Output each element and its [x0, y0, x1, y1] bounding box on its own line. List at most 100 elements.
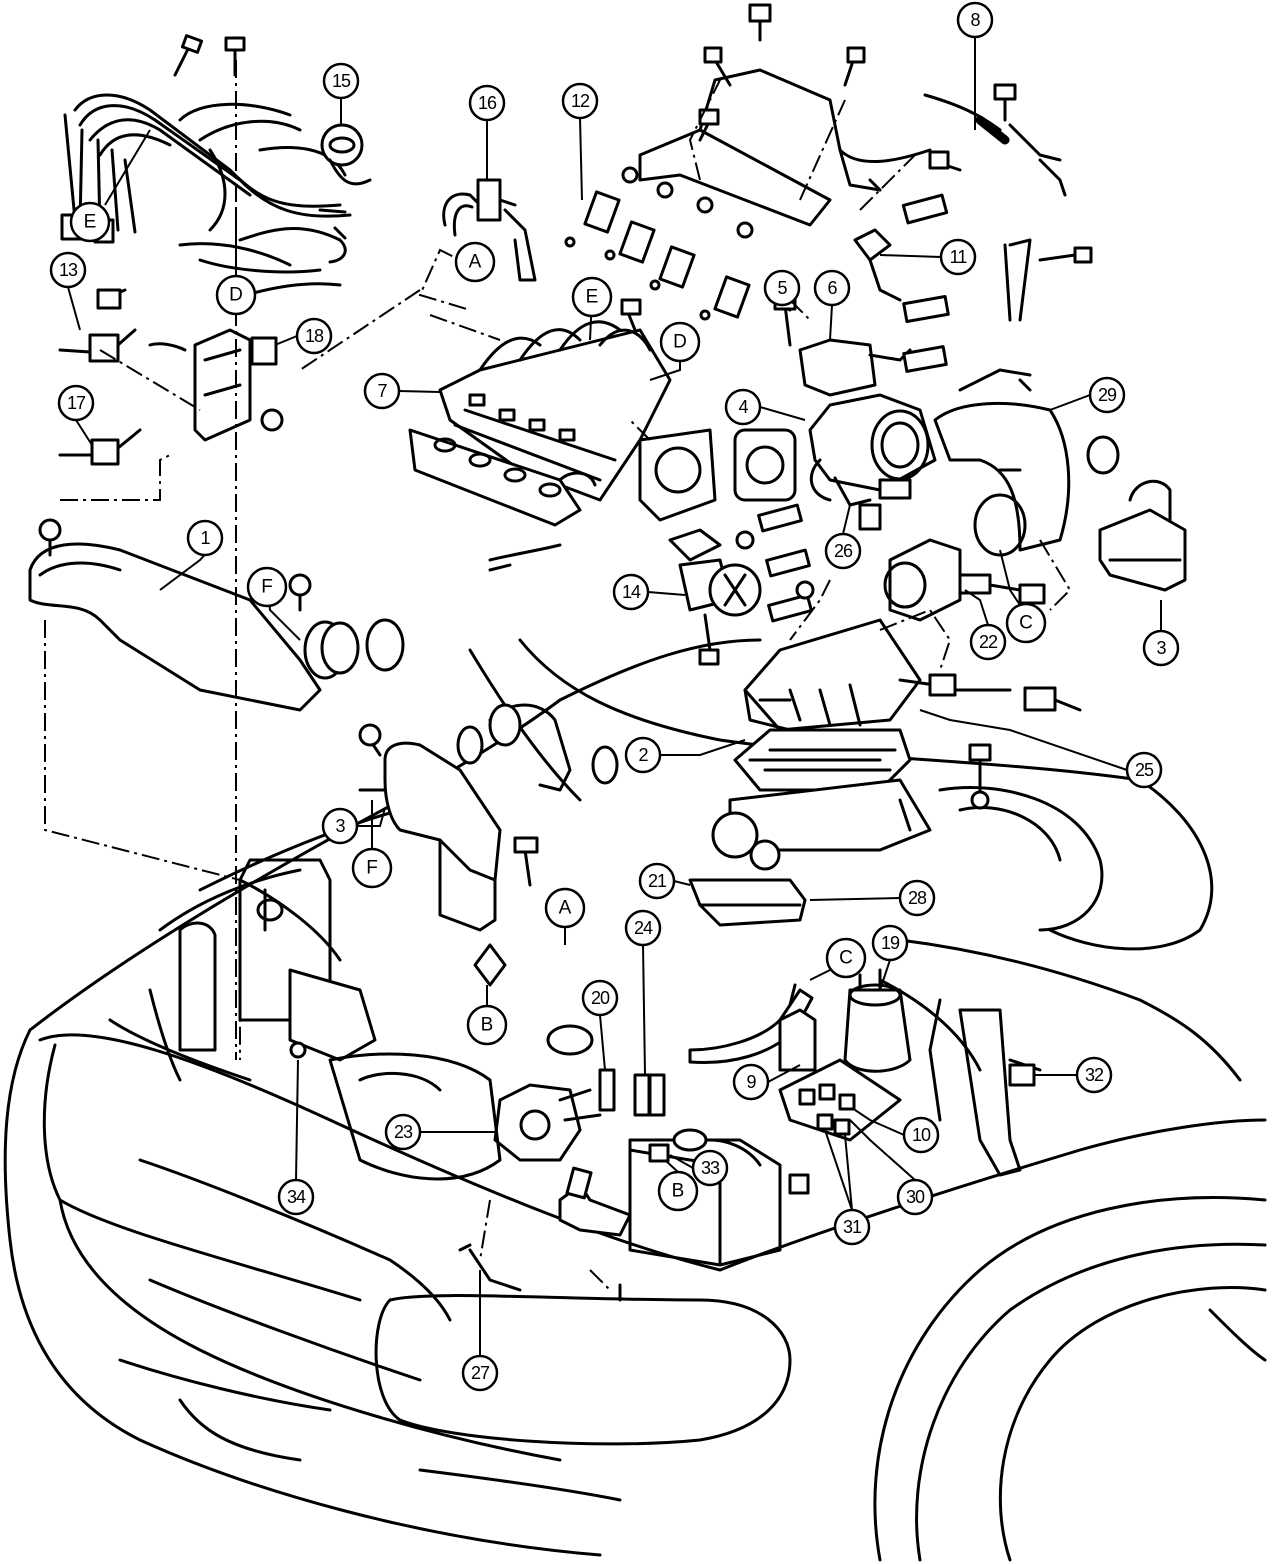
- callout-E-left: E: [69, 201, 111, 243]
- callout-15-label: 15: [332, 71, 351, 91]
- callout-4: 4: [724, 388, 762, 426]
- callout-26-label: 26: [834, 541, 853, 561]
- alignment-guides: [44, 60, 1072, 1291]
- callout-15: 15: [322, 62, 360, 100]
- callout-34: 34: [277, 1178, 315, 1216]
- callout-1-label: 1: [200, 528, 210, 548]
- vacuum-hose-16: [442, 178, 537, 282]
- callout-E-right: E: [571, 276, 613, 318]
- callout-10: 10: [902, 1116, 940, 1154]
- callout-C-lower: C: [825, 937, 867, 979]
- callout-A-upper: A: [454, 241, 496, 283]
- callout-21: 21: [638, 862, 676, 900]
- callout-8-label: 8: [970, 10, 980, 30]
- callout-30: 30: [896, 1178, 934, 1216]
- callout-9: 9: [732, 1063, 770, 1101]
- callout-25-label: 25: [1135, 760, 1154, 780]
- callout-28: 28: [898, 879, 936, 917]
- callout-12-label: 12: [571, 91, 590, 111]
- resonator-3-center: [358, 703, 619, 987]
- callout-E-right-label: E: [586, 287, 599, 308]
- callout-17: 17: [57, 384, 95, 422]
- callout-D-right: D: [659, 321, 701, 363]
- callout-14-label: 14: [622, 582, 641, 602]
- callout-33-label: 33: [701, 1158, 720, 1178]
- cover-21-28: [688, 878, 807, 927]
- callout-11: 11: [939, 238, 977, 276]
- callout-E-left-label: E: [84, 212, 97, 233]
- car-body-outline: [3, 638, 1267, 1562]
- callout-29-label: 29: [1098, 385, 1117, 405]
- callout-A-lower-label: A: [559, 898, 572, 919]
- leader-lines: [67, 37, 1162, 1356]
- solenoid-valve-group: [58, 288, 284, 466]
- callout-F-lower: F: [351, 847, 393, 889]
- callout-A-upper-label: A: [469, 252, 482, 273]
- callout-21-label: 21: [648, 871, 667, 891]
- callout-B-right: B: [657, 1170, 699, 1212]
- callout-A-lower: A: [544, 887, 586, 929]
- resonator-3-right: [1098, 479, 1187, 592]
- callout-3-right: 3: [1142, 629, 1180, 667]
- callout-24: 24: [624, 909, 662, 947]
- callout-28-label: 28: [908, 888, 927, 908]
- callout-19-label: 19: [881, 933, 900, 953]
- callout-4-label: 4: [738, 397, 748, 417]
- intake-manifold-group: [408, 320, 797, 572]
- callout-5-label: 5: [777, 278, 787, 298]
- callout-3-center-label: 3: [335, 816, 345, 836]
- callout-20: 20: [581, 979, 619, 1017]
- callout-6-label: 6: [827, 278, 837, 298]
- callout-24-label: 24: [634, 918, 653, 938]
- callout-C-lower-label: C: [839, 948, 853, 969]
- component-14: [668, 528, 762, 666]
- callout-D-left: D: [215, 274, 257, 316]
- callout-18: 18: [295, 317, 333, 355]
- callout-D-left-label: D: [229, 285, 243, 306]
- callout-26: 26: [824, 532, 862, 570]
- callout-27-label: 27: [471, 1363, 490, 1383]
- callout-11-label: 11: [950, 247, 968, 267]
- callout-13: 13: [49, 251, 87, 289]
- fuel-rail-injectors-group: [564, 3, 962, 332]
- callout-27: 27: [461, 1354, 499, 1392]
- callout-D-right-label: D: [673, 332, 687, 353]
- callout-31: 31: [833, 1208, 871, 1246]
- air-cleaner-2: [711, 618, 1082, 871]
- callout-18-label: 18: [305, 326, 324, 346]
- callout-17-label: 17: [67, 393, 86, 413]
- intake-duct-1: [28, 518, 405, 712]
- callout-32-label: 32: [1085, 1065, 1104, 1085]
- callout-23-label: 23: [394, 1122, 413, 1142]
- callout-C-upper-label: C: [1019, 613, 1033, 634]
- callout-2-label: 2: [638, 745, 648, 765]
- callout-20-label: 20: [591, 988, 610, 1008]
- callout-9-label: 9: [746, 1072, 756, 1092]
- callout-8: 8: [956, 1, 994, 39]
- callout-5: 5: [763, 269, 801, 307]
- callout-32: 32: [1075, 1056, 1113, 1094]
- callout-30-label: 30: [906, 1187, 925, 1207]
- callout-B-right-label: B: [672, 1181, 685, 1202]
- callout-29: 29: [1088, 376, 1126, 414]
- callout-F-upper-label: F: [261, 577, 273, 598]
- callout-13-label: 13: [59, 260, 78, 280]
- callout-F-upper: F: [246, 566, 288, 608]
- callout-7-label: 7: [377, 381, 387, 401]
- callout-22: 22: [969, 623, 1007, 661]
- callout-23: 23: [384, 1113, 422, 1151]
- callout-3-right-label: 3: [1156, 638, 1166, 658]
- callout-31-label: 31: [843, 1217, 862, 1237]
- callout-16: 16: [468, 84, 506, 122]
- callout-12: 12: [561, 82, 599, 120]
- callout-33: 33: [691, 1149, 729, 1187]
- callout-7: 7: [363, 372, 401, 410]
- callout-C-upper: C: [1005, 602, 1047, 644]
- callout-14: 14: [612, 573, 650, 611]
- airflow-meter-22: [883, 538, 1046, 622]
- callout-22-label: 22: [979, 632, 998, 652]
- callout-1: 1: [186, 519, 224, 557]
- callout-25: 25: [1125, 751, 1163, 789]
- callout-19: 19: [871, 924, 909, 962]
